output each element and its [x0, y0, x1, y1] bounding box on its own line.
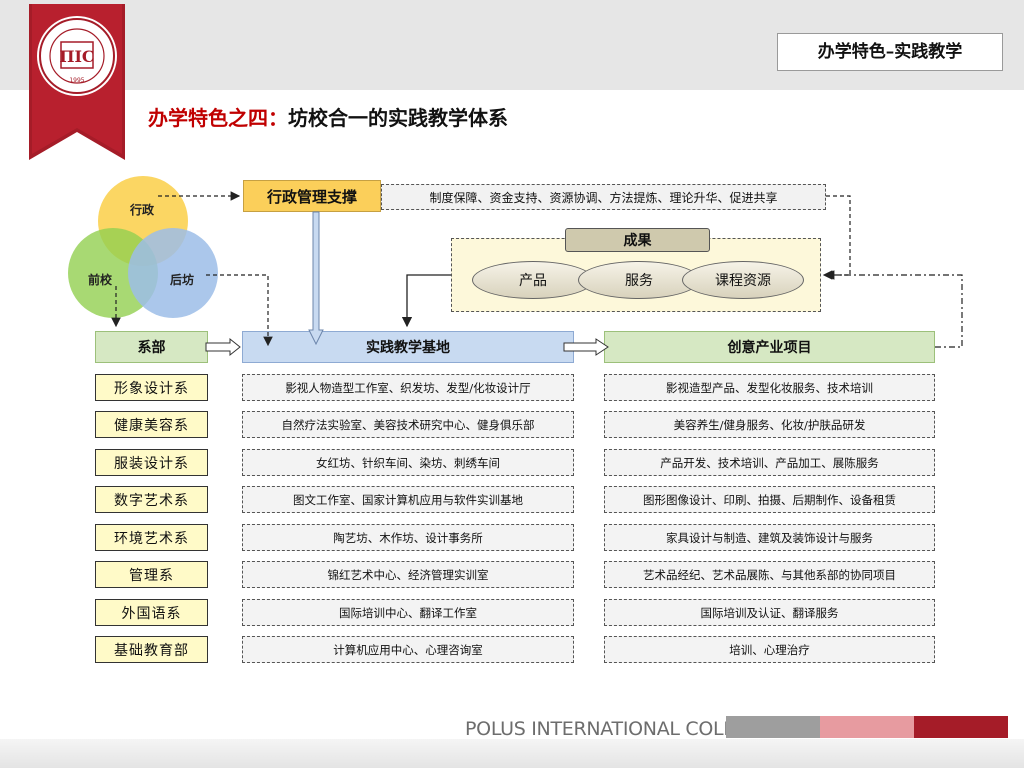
- logo-mark: ПIC: [59, 47, 94, 66]
- dept-cell: 基础教育部: [95, 636, 208, 663]
- results-label: 成果: [565, 228, 710, 252]
- industry-cell: 艺术品经纪、艺术品展陈、与其他系部的协同项目: [604, 561, 935, 588]
- page-title: 办学特色–实践教学: [777, 33, 1003, 71]
- base-cell: 自然疗法实验室、美容技术研究中心、健身俱乐部: [242, 411, 574, 438]
- section-subtitle: 办学特色之四：坊校合一的实践教学体系: [148, 102, 508, 131]
- dept-cell: 环境艺术系: [95, 524, 208, 551]
- admin-support-box: 行政管理支撑: [243, 180, 381, 212]
- venn-label-school: 前校: [88, 273, 113, 287]
- venn-circle-workshop: [128, 228, 218, 318]
- base-cell: 女红坊、针织车间、染坊、刺绣车间: [242, 449, 574, 476]
- dept-cell: 形象设计系: [95, 374, 208, 401]
- base-cell: 影视人物造型工作室、织发坊、发型/化妆设计厅: [242, 374, 574, 401]
- dept-cell: 外国语系: [95, 599, 208, 626]
- venn-diagram: 行政 前校 后坊: [68, 176, 220, 322]
- industry-cell: 产品开发、技术培训、产品加工、展陈服务: [604, 449, 935, 476]
- admin-to-results-arrow: [824, 195, 851, 280]
- industry-cell: 培训、心理治疗: [604, 636, 935, 663]
- admin-support-description: 制度保障、资金支持、资源协调、方法提炼、理论升华、促进共享: [381, 184, 826, 210]
- dept-to-base-arrow: [205, 337, 241, 357]
- results-to-base-arrow: [401, 274, 451, 328]
- footer-band: [0, 739, 1024, 768]
- dept-cell: 数字艺术系: [95, 486, 208, 513]
- subtitle-text: 坊校合一的实践教学体系: [288, 106, 508, 130]
- venn-label-admin: 行政: [130, 203, 155, 217]
- venn-label-workshop: 后坊: [170, 273, 195, 287]
- industry-cell: 影视造型产品、发型化妆服务、技术培训: [604, 374, 935, 401]
- industry-cell: 国际培训及认证、翻译服务: [604, 599, 935, 626]
- base-cell: 国际培训中心、翻译工作室: [242, 599, 574, 626]
- admin-to-base-arrow: [308, 211, 324, 346]
- industry-cell: 美容养生/健身服务、化妆/护肤品研发: [604, 411, 935, 438]
- industry-cell: 家具设计与制造、建筑及装饰设计与服务: [604, 524, 935, 551]
- result-product: 产品: [472, 261, 594, 299]
- footer-bar-pink: [820, 716, 914, 738]
- subtitle-prefix: 办学特色之四：: [148, 106, 288, 130]
- base-cell: 陶艺坊、木作坊、设计事务所: [242, 524, 574, 551]
- base-cell: 图文工作室、国家计算机应用与软件实训基地: [242, 486, 574, 513]
- base-cell: 计算机应用中心、心理咨询室: [242, 636, 574, 663]
- dept-cell: 健康美容系: [95, 411, 208, 438]
- footer-bar-red: [914, 716, 1008, 738]
- logo-year: 1995: [69, 77, 84, 84]
- dept-cell: 管理系: [95, 561, 208, 588]
- column-header-departments: 系部: [95, 331, 208, 363]
- industry-cell: 图形图像设计、印刷、拍摄、后期制作、设备租赁: [604, 486, 935, 513]
- base-cell: 锦红艺术中心、经济管理实训室: [242, 561, 574, 588]
- column-header-practice-base: 实践教学基地: [242, 331, 574, 363]
- column-header-creative-industry: 创意产业项目: [604, 331, 935, 363]
- dept-cell: 服装设计系: [95, 449, 208, 476]
- footer-bar-gray: [726, 716, 820, 738]
- result-curriculum: 课程资源: [682, 261, 804, 299]
- college-logo-ribbon: ПIC 1995: [29, 4, 125, 160]
- footer-college-name: POLUS INTERNATIONAL COLLEGE: [465, 718, 772, 740]
